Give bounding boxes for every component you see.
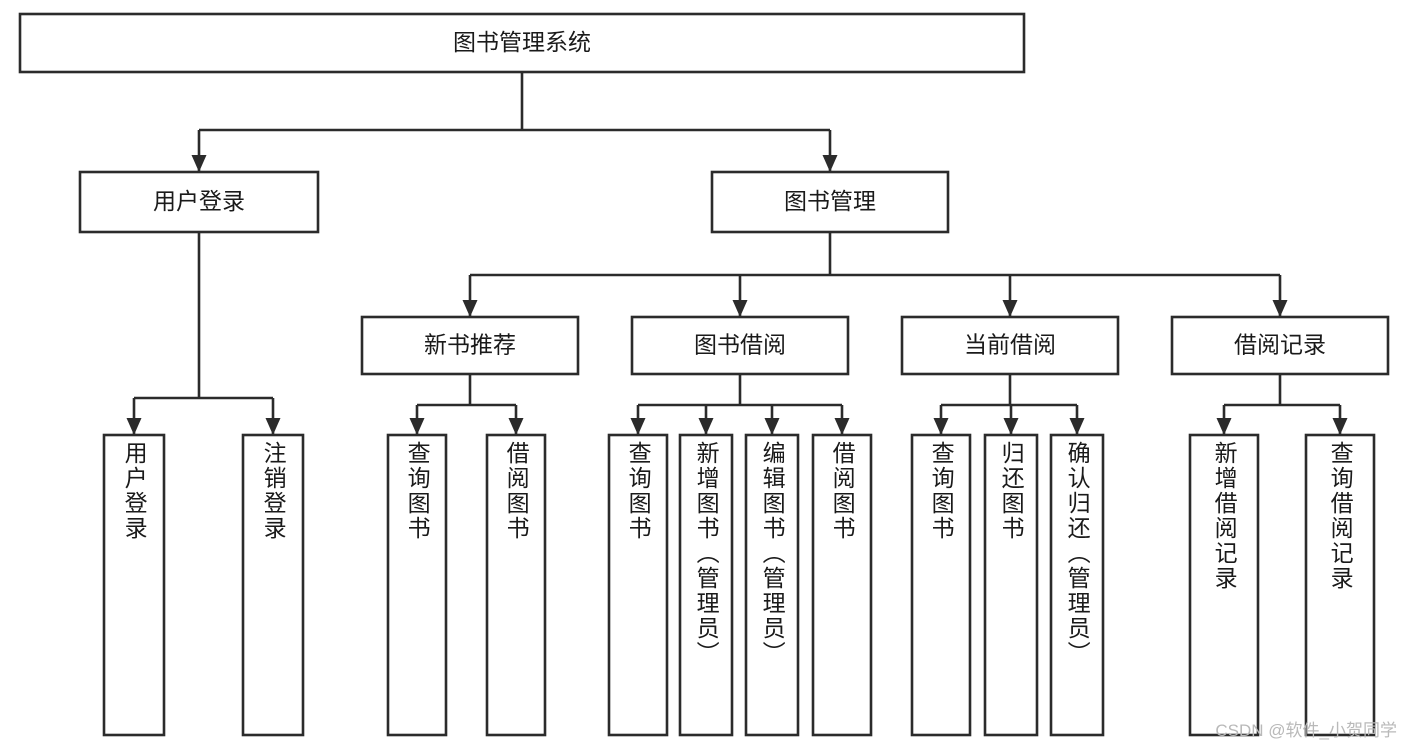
node-label-borrow-records: 借阅记录 [1234,332,1326,358]
arrow-head-icon [1332,418,1348,435]
arrow-head-icon [508,418,524,435]
node-label-book-borrow: 图书借阅 [694,332,786,358]
node-leaf-add-borrow-record[interactable] [1188,433,1260,737]
node-leaf-add-book[interactable] [678,433,734,737]
node-box-layer [18,12,1390,737]
node-label-new-book-recommend: 新书推荐 [424,332,516,358]
node-current-borrow[interactable] [900,315,1120,376]
node-leaf-query-book-3[interactable] [910,433,972,737]
arrow-head-icon [1272,300,1288,317]
node-leaf-query-book-1[interactable] [386,433,448,737]
arrow-head-icon [933,418,949,435]
connector-layer [126,72,1348,435]
node-new-book-recommend[interactable] [360,315,580,376]
node-label-user-login: 用户登录 [153,188,245,214]
node-user-login[interactable] [78,170,320,234]
node-book-management[interactable] [710,170,950,234]
arrow-head-icon [265,418,281,435]
arrow-head-icon [1069,418,1085,435]
node-leaf-borrow-book-1[interactable] [485,433,547,737]
arrow-head-icon [834,418,850,435]
node-label-current-borrow: 当前借阅 [964,332,1056,358]
arrow-head-icon [698,418,714,435]
node-leaf-query-book-2[interactable] [607,433,669,737]
arrow-head-icon [630,418,646,435]
arrow-head-icon [126,418,142,435]
arrow-head-icon [1002,300,1018,317]
node-leaf-edit-book[interactable] [744,433,800,737]
arrow-head-icon [822,155,838,172]
node-leaf-query-borrow-record[interactable] [1304,433,1376,737]
arrow-head-icon [409,418,425,435]
arrow-head-icon [1216,418,1232,435]
node-leaf-confirm-return[interactable] [1049,433,1105,737]
node-leaf-borrow-book-2[interactable] [811,433,873,737]
arrow-head-icon [1003,418,1019,435]
node-label-root: 图书管理系统 [453,29,591,55]
node-leaf-return-book[interactable] [983,433,1039,737]
node-root[interactable] [18,12,1026,74]
arrow-head-icon [191,155,207,172]
arrow-head-icon [764,418,780,435]
node-borrow-records[interactable] [1170,315,1390,376]
node-book-borrow[interactable] [630,315,850,376]
arrow-head-icon [732,300,748,317]
arrow-head-icon [462,300,478,317]
node-label-book-management: 图书管理 [784,188,876,214]
node-leaf-user-login[interactable] [102,433,166,737]
node-leaf-logout[interactable] [241,433,305,737]
